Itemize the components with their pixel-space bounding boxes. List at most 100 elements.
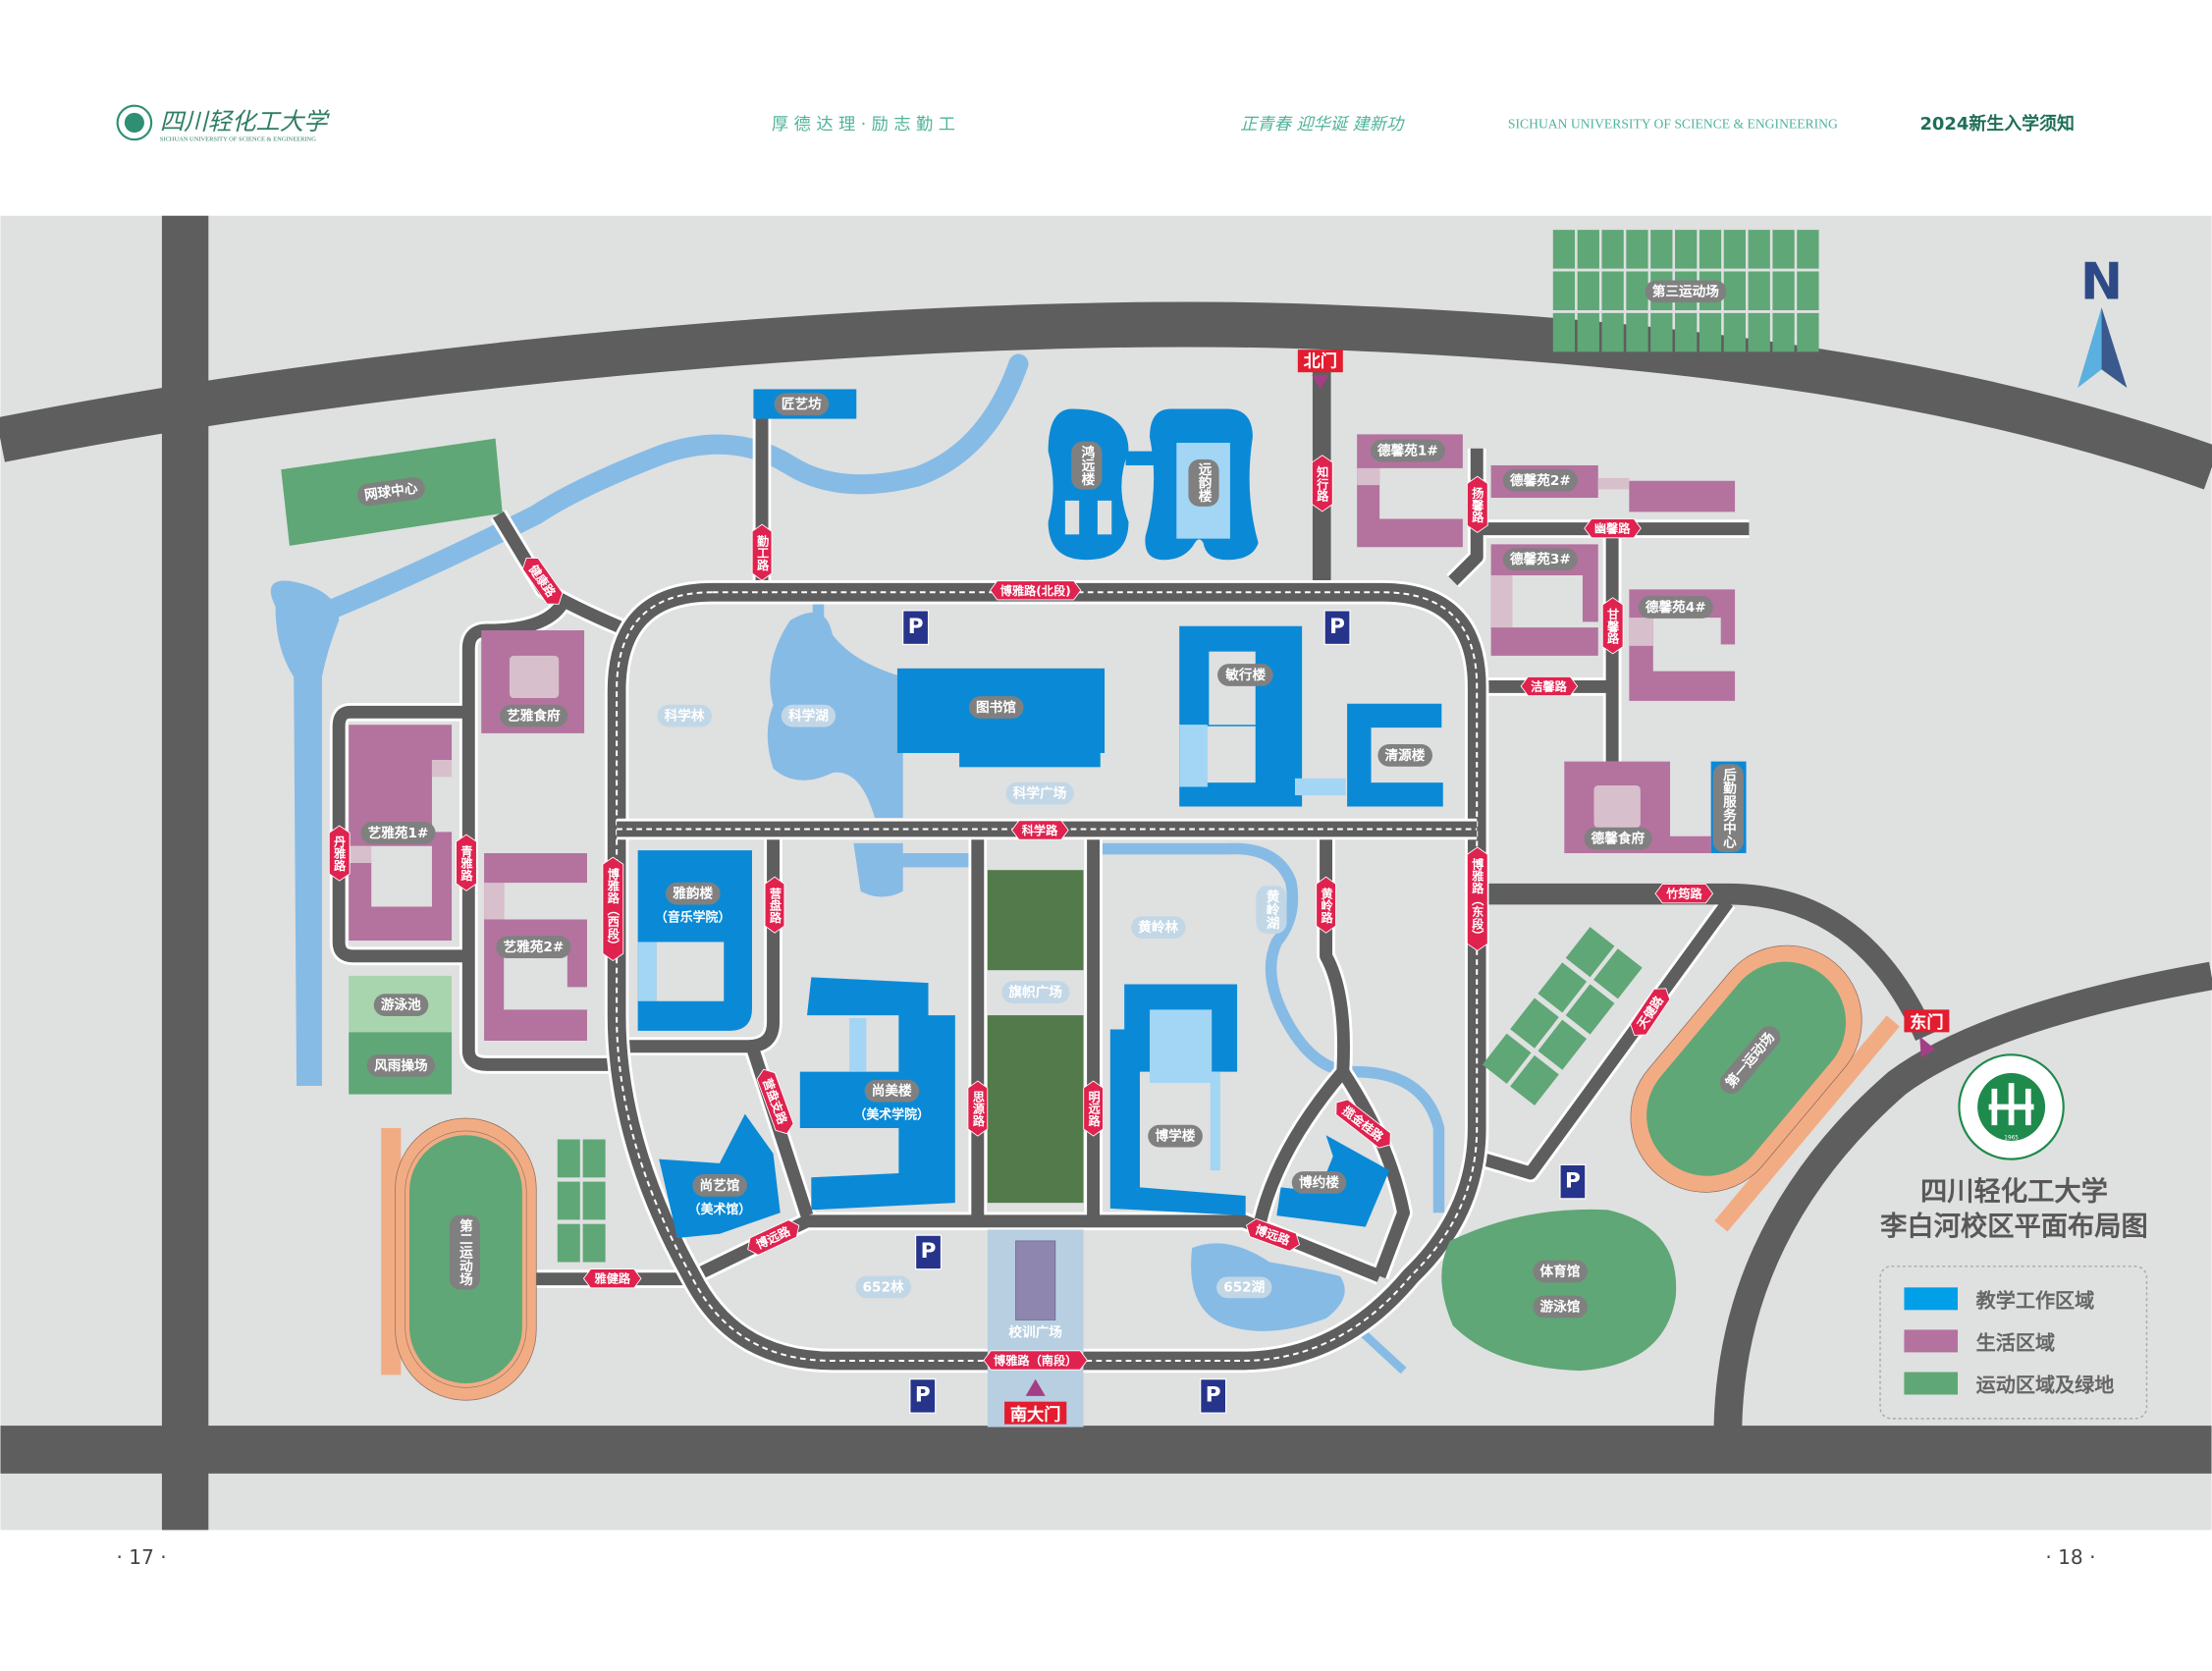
place-label-yiya-canteen: 艺雅食府	[499, 704, 568, 728]
place-label-library: 图书馆	[968, 696, 1024, 719]
label-text: 尚艺馆	[700, 1177, 740, 1194]
label-text: 博雅路（西段）	[606, 866, 620, 951]
label-background	[582, 1268, 642, 1289]
place-label-natatorium: 游泳馆	[1533, 1295, 1588, 1319]
east-gate-label: 东门	[1910, 1012, 1943, 1033]
label-background	[1005, 782, 1074, 805]
place-label-science-square: 科学广场	[1005, 782, 1074, 805]
road-label-youxin: 幽馨路	[1584, 518, 1642, 539]
place-label-yiya2: 艺雅苑2#	[496, 936, 571, 959]
roads	[0, 215, 2212, 1531]
place-label-dexin4: 德馨苑4#	[1638, 596, 1713, 619]
place-label-yuanyun: 远韵楼	[1188, 458, 1219, 507]
label-text: 雅健路	[594, 1271, 631, 1286]
label-background	[1256, 886, 1287, 935]
north-gate-marker	[1312, 375, 1329, 390]
south-gate-label: 南大门	[1010, 1404, 1061, 1425]
place-label-shangmei: 尚美楼	[864, 1079, 920, 1103]
label-text: 黄岭湖	[1264, 889, 1280, 931]
east-main-road	[1713, 961, 2212, 1428]
flag-square-south	[987, 1015, 1084, 1204]
label-background	[1217, 664, 1273, 686]
label-background	[1001, 981, 1070, 1004]
label-text: 校训广场	[1008, 1323, 1062, 1340]
legend-swatch	[1904, 1329, 1959, 1353]
label-background	[360, 821, 436, 844]
label-background	[1011, 820, 1069, 840]
label-background	[1083, 1080, 1104, 1137]
label-background	[496, 936, 571, 959]
place-label-huangling-forest: 黄岭林	[1131, 916, 1186, 939]
label-background	[1466, 846, 1488, 951]
label-text: 652湖	[1223, 1279, 1265, 1295]
label-background	[366, 1053, 436, 1077]
label-background	[751, 523, 773, 581]
label-background	[521, 557, 564, 605]
place-label-flag-square: 旗帜广场	[1001, 981, 1070, 1004]
label-background	[1216, 1276, 1272, 1299]
label-text: 科学路	[1022, 823, 1058, 837]
building-subtitle: （音乐学院）	[655, 910, 730, 926]
north-arrow: N	[2077, 252, 2128, 388]
building-subtitle: （美术馆）	[688, 1202, 752, 1217]
page-number-right: · 18 ·	[2045, 1545, 2095, 1569]
label-text: 勤工路	[755, 533, 769, 570]
parking-letter: P	[1206, 1383, 1221, 1408]
place-label-science-forest: 科学林	[657, 704, 713, 728]
place-label-shangyi: 尚艺馆	[692, 1174, 747, 1197]
label-background	[1071, 441, 1103, 490]
place-label-dexin2: 德馨苑2#	[1502, 468, 1578, 492]
label-background	[357, 477, 425, 507]
label-text: 博雅路(北段)	[1000, 583, 1071, 598]
label-background	[328, 825, 351, 882]
page-number-left: · 17 ·	[117, 1545, 167, 1569]
road-label-mingyuan: 明远路	[1083, 1080, 1104, 1137]
label-text: 德馨食府	[1592, 831, 1646, 847]
label-text: 体育馆	[1540, 1264, 1581, 1280]
parking-icon: P	[1559, 1163, 1587, 1200]
legend-item: 生活区域	[1904, 1329, 2055, 1355]
road-label-kexue: 科学路	[1011, 820, 1069, 840]
north-label: N	[2080, 252, 2123, 311]
place-label-science-lake: 科学湖	[781, 704, 836, 728]
label-background	[499, 704, 568, 728]
parking-letter: P	[908, 615, 924, 639]
pond-center	[853, 842, 974, 897]
label-text: 图书馆	[976, 699, 1016, 716]
label-background	[1377, 743, 1432, 767]
place-label-yayun: 雅韵楼	[666, 882, 721, 905]
place-label-boxue: 博学楼	[1148, 1124, 1203, 1148]
place-label-hongyuan: 鸿远楼	[1071, 441, 1103, 490]
place-label-rain-field: 风雨操场	[366, 1053, 436, 1077]
label-text: 第二运动场	[457, 1217, 473, 1287]
map-title-line2: 李白河校区平面布局图	[1879, 1211, 2148, 1242]
parking-icon: P	[909, 1378, 937, 1414]
label-text: 艺雅苑1#	[368, 825, 429, 841]
university-logo: 四川轻化工大学 SICHUAN UNIVERSITY OF SCIENCE & …	[116, 104, 330, 143]
label-text: 丹雅路	[332, 835, 347, 871]
place-label-boyue: 博约楼	[1291, 1171, 1347, 1194]
school-motto: 厚 德 达 理 · 励 志 勤 工	[772, 115, 955, 135]
label-background	[1246, 1217, 1301, 1252]
place-label-field2: 第二运动场	[449, 1214, 480, 1290]
east-courts	[1482, 927, 1643, 1106]
place-label-tennis: 网球中心	[357, 477, 425, 507]
label-background	[983, 1350, 1088, 1371]
place-label-jiangyifang: 匠艺坊	[774, 393, 830, 416]
label-text: 博雅路（东段）	[1470, 856, 1484, 942]
west-courts	[557, 1139, 606, 1263]
label-text: 黄岭林	[1138, 919, 1178, 936]
road-label-boya-north: 博雅路(北段)	[990, 580, 1082, 601]
label-text: 德馨苑4#	[1646, 599, 1706, 616]
label-text: 游泳池	[381, 997, 421, 1013]
label-text: 德馨苑2#	[1510, 472, 1571, 489]
huangling-lake	[1097, 842, 1445, 1213]
map-title-line1: 四川轻化工大学	[1920, 1175, 2108, 1207]
parking-icon: P	[915, 1234, 943, 1270]
label-text: 敏行楼	[1224, 667, 1266, 683]
south-gate-marker	[1025, 1378, 1046, 1396]
road-label-boya-east: 博雅路（东段）	[1466, 846, 1488, 951]
place-label-forest-652: 652林	[855, 1275, 912, 1299]
label-text: 远韵楼	[1196, 462, 1213, 504]
label-background	[456, 834, 477, 891]
